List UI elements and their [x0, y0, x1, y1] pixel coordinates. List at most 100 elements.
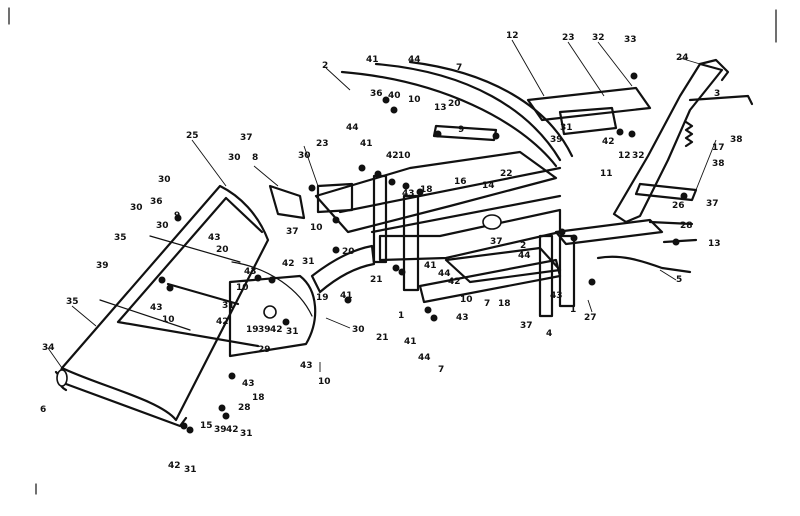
mount-arc	[231, 261, 313, 317]
callout-10: 10	[398, 151, 411, 161]
rail-41	[374, 62, 562, 162]
callout-25: 25	[186, 131, 199, 141]
callout-9: 9	[458, 125, 464, 135]
bolt	[558, 228, 566, 236]
bolt	[166, 284, 174, 292]
callout-19: 19	[316, 293, 329, 303]
callout-42: 42	[282, 259, 295, 269]
callout-2: 2	[520, 241, 526, 251]
callout-39: 39	[214, 425, 227, 435]
callout-19: 19	[246, 325, 259, 335]
bolt	[434, 130, 442, 138]
bolt	[254, 274, 262, 282]
bolt	[570, 234, 578, 242]
callout-43: 43	[150, 303, 163, 313]
callout-30: 30	[352, 325, 365, 335]
callout-37: 37	[490, 237, 503, 247]
callout-9: 9	[174, 211, 180, 221]
callout-32: 32	[592, 33, 605, 43]
callout-43: 43	[244, 267, 257, 277]
bolt	[174, 214, 182, 222]
callout-31: 31	[286, 327, 299, 337]
blade-back-frame	[116, 196, 264, 348]
link-bar	[554, 218, 664, 246]
mount-plate	[228, 274, 317, 358]
rod-5	[596, 255, 692, 274]
callout-10: 10	[460, 295, 473, 305]
callout-31: 31	[560, 123, 573, 133]
callout-42: 42	[216, 317, 229, 327]
callout-37: 37	[286, 227, 299, 237]
callout-20: 20	[342, 247, 355, 257]
callout-21: 21	[370, 275, 383, 285]
callout-31: 31	[222, 301, 235, 311]
callout-30: 30	[158, 175, 171, 185]
bolt	[388, 178, 396, 186]
callout-31: 31	[240, 429, 253, 439]
callout-34: 34	[42, 343, 55, 353]
callout-3: 3	[714, 89, 720, 99]
callout-10: 10	[236, 283, 249, 293]
callout-30: 30	[130, 203, 143, 213]
blade-assembly	[54, 184, 270, 428]
callout-4: 4	[546, 329, 552, 339]
bolt	[430, 314, 438, 322]
callout-21: 21	[376, 333, 389, 343]
callout-43: 43	[402, 189, 415, 199]
callout-28: 28	[680, 221, 693, 231]
callout-1: 1	[398, 311, 404, 321]
bolt	[218, 404, 226, 412]
callout-18: 18	[498, 299, 511, 309]
callout-1: 1	[570, 305, 576, 315]
callout-16: 16	[454, 177, 467, 187]
callout-11: 11	[600, 169, 613, 179]
bolt	[424, 306, 432, 314]
callout-15: 15	[200, 421, 213, 431]
bolt	[492, 132, 500, 140]
push-frame-upright	[372, 174, 388, 264]
rail-2	[340, 70, 558, 168]
bolt	[390, 106, 398, 114]
bolt	[332, 246, 340, 254]
callout-39: 39	[96, 261, 109, 271]
side-bar-3	[558, 234, 576, 308]
bolt	[398, 268, 406, 276]
callout-23: 23	[562, 33, 575, 43]
upper-plate-12	[558, 106, 618, 136]
callout-31: 31	[184, 465, 197, 475]
callout-29: 29	[258, 345, 271, 355]
push-frame-main	[314, 150, 558, 234]
blade-cutting-edge	[54, 370, 188, 428]
rod-28	[648, 220, 694, 226]
callout-43: 43	[300, 361, 313, 371]
callout-39: 39	[258, 325, 271, 335]
callout-30: 30	[298, 151, 311, 161]
callout-44: 44	[518, 251, 531, 261]
callout-28: 28	[238, 403, 251, 413]
callout-37: 37	[706, 199, 719, 209]
bolt	[680, 192, 688, 200]
callout-7: 7	[438, 365, 444, 375]
handle-link-16	[634, 182, 698, 202]
callout-27: 27	[584, 313, 597, 323]
callout-labels: 25 30 30 36 9 30 35 43 20 39 35 43 10 34…	[40, 31, 743, 475]
rail-44	[408, 60, 574, 158]
callout-41: 41	[366, 55, 379, 65]
bolt	[392, 264, 400, 272]
mount-pivot	[263, 305, 277, 319]
callout-5: 5	[676, 275, 682, 285]
push-frame	[268, 150, 562, 294]
push-frame-support	[310, 244, 376, 294]
bolt	[308, 184, 316, 192]
lower-side-bars	[418, 218, 664, 318]
bolt	[382, 96, 390, 104]
callout-36: 36	[150, 197, 163, 207]
hardware	[158, 72, 688, 434]
callout-12: 12	[506, 31, 519, 41]
bolt	[158, 276, 166, 284]
callout-43: 43	[456, 313, 469, 323]
callout-42: 42	[448, 277, 461, 287]
callout-42: 42	[226, 425, 239, 435]
side-bracket	[268, 184, 306, 220]
